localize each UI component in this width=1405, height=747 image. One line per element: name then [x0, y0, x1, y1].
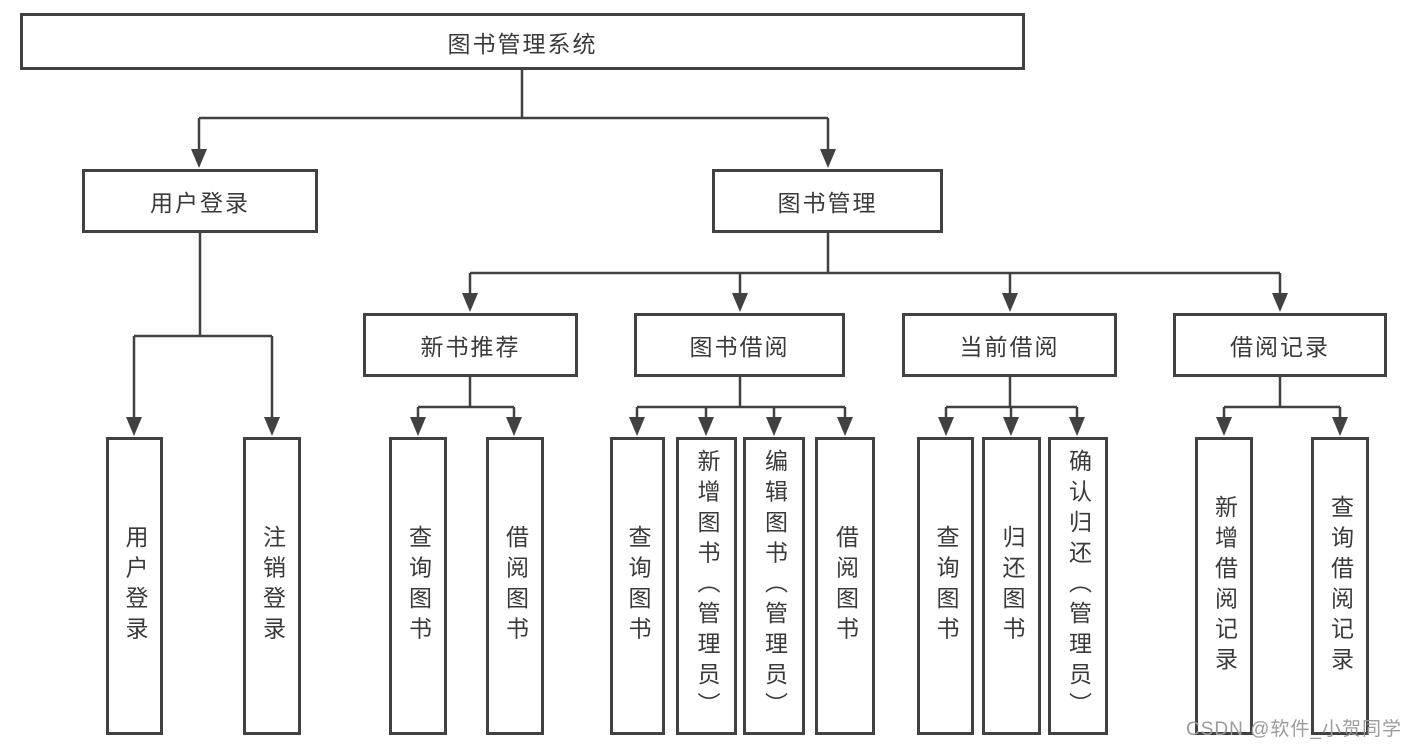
leaf-borrow-books-label: 借阅图书: [832, 525, 859, 647]
csdn-watermark: CSDN @软件_小贺同学: [1186, 719, 1402, 740]
node-book-borrow: 图书借阅: [634, 313, 845, 377]
node-library-system: 图书管理系统: [20, 13, 1025, 70]
node-current-borrow: 当前借阅: [902, 313, 1117, 377]
leaf-add-books-admin-label: 新增图书（管理员）: [694, 449, 720, 723]
node-current-borrow-label: 当前借阅: [959, 334, 1060, 360]
node-book-management-label: 图书管理: [777, 190, 878, 216]
leaf-user-login: 用户登录: [106, 437, 163, 735]
leaf-add-borrow-record: 新增借阅记录: [1195, 437, 1253, 735]
leaf-query-books-recommend: 查询图书: [389, 437, 447, 735]
leaf-confirm-return-admin-label: 确认归还（管理员）: [1065, 449, 1092, 723]
leaf-return-books-label: 归还图书: [999, 525, 1025, 647]
leaf-logout: 注销登录: [243, 437, 301, 735]
leaf-query-borrow-record: 查询借阅记录: [1311, 437, 1369, 735]
leaf-borrow-books-recommend: 借阅图书: [486, 437, 544, 735]
leaf-borrow-books-recommend-label: 借阅图书: [502, 525, 529, 647]
leaf-borrow-books: 借阅图书: [815, 437, 875, 735]
leaf-confirm-return-admin: 确认归还（管理员）: [1048, 437, 1108, 735]
node-library-system-label: 图书管理系统: [447, 30, 598, 57]
node-new-book-recommend: 新书推荐: [363, 313, 578, 377]
leaf-return-books: 归还图书: [982, 437, 1041, 735]
node-new-book-recommend-label: 新书推荐: [420, 334, 521, 360]
arrowheads: [126, 149, 1348, 436]
leaf-query-books-current: 查询图书: [917, 437, 974, 735]
leaf-query-books-borrow: 查询图书: [610, 437, 665, 735]
leaf-logout-label: 注销登录: [259, 525, 286, 647]
node-borrow-records-label: 借阅记录: [1230, 334, 1330, 360]
leaf-query-borrow-record-label: 查询借阅记录: [1327, 494, 1354, 678]
leaf-add-borrow-record-label: 新增借阅记录: [1211, 494, 1238, 678]
node-user-login-label: 用户登录: [150, 190, 250, 216]
leaf-add-books-admin: 新增图书（管理员）: [676, 437, 737, 735]
node-book-management: 图书管理: [712, 169, 943, 233]
leaf-query-books-borrow-label: 查询图书: [625, 525, 651, 647]
tree-edges: [132, 70, 1342, 418]
leaf-query-books-recommend-label: 查询图书: [405, 525, 432, 647]
node-user-login: 用户登录: [82, 169, 318, 233]
leaf-query-books-current-label: 查询图书: [933, 525, 959, 647]
node-book-borrow-label: 图书借阅: [689, 334, 790, 360]
leaf-edit-books-admin-label: 编辑图书（管理员）: [761, 449, 788, 723]
node-borrow-records: 借阅记录: [1173, 313, 1387, 377]
leaf-user-login-label: 用户登录: [122, 525, 148, 647]
leaf-edit-books-admin: 编辑图书（管理员）: [743, 437, 805, 735]
